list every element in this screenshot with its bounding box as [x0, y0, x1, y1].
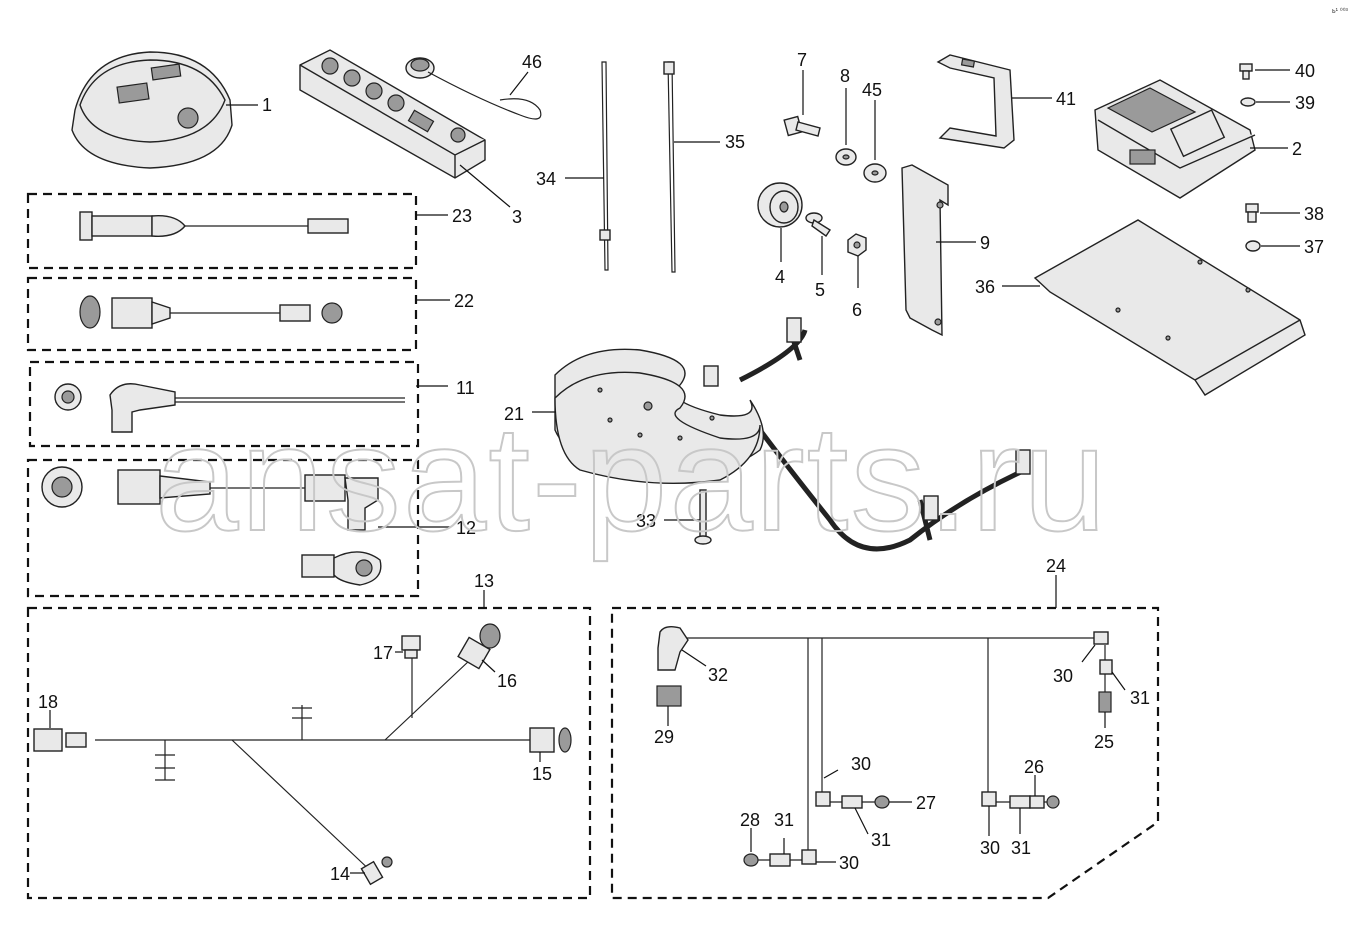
part-5-stud — [805, 212, 831, 237]
part-21-seat-mount — [554, 317, 1031, 552]
part-7-bolt — [783, 115, 821, 137]
label-31-a: 31 — [1130, 688, 1150, 708]
part-32-connector — [657, 625, 689, 671]
label-29: 29 — [654, 727, 674, 747]
part-31-connectors — [769, 659, 1113, 867]
label-5: 5 — [815, 280, 825, 300]
part-27-connector — [874, 795, 890, 809]
part-41-u-bracket — [936, 54, 1015, 149]
label-23: 23 — [452, 206, 472, 226]
label-7: 7 — [797, 50, 807, 70]
label-11: 11 — [456, 378, 475, 398]
part-30-connectors — [801, 631, 1109, 865]
harness-13-wires — [95, 655, 530, 876]
label-2: 2 — [1292, 139, 1302, 159]
label-45: 45 — [862, 80, 882, 100]
part-17-connector — [401, 635, 421, 659]
watermark: ansat-parts.ru — [155, 394, 1108, 562]
label-31-c: 31 — [1011, 838, 1031, 858]
part-16-connector — [457, 623, 501, 670]
corner-code: ь¹ ⁰⁰³ — [1332, 7, 1349, 15]
label-9: 9 — [980, 233, 990, 253]
part-11-cable — [54, 383, 405, 433]
part-8-washer — [835, 148, 857, 166]
part-3-splitter — [299, 49, 486, 179]
part-35-cable-tie — [663, 61, 676, 273]
part-40-screw — [1239, 63, 1253, 80]
label-26: 26 — [1024, 757, 1044, 777]
part-26-connector — [1029, 795, 1060, 809]
label-27: 27 — [916, 793, 936, 813]
label-4: 4 — [775, 267, 785, 287]
label-16: 16 — [497, 671, 517, 691]
part-9-bracket — [901, 164, 949, 337]
group-24-box — [610, 606, 1160, 900]
label-34: 34 — [536, 169, 556, 189]
label-38: 38 — [1304, 204, 1324, 224]
label-40: 40 — [1295, 61, 1315, 81]
label-30-b: 30 — [851, 754, 871, 774]
part-12-cable — [41, 466, 382, 586]
part-18-connector — [33, 728, 87, 752]
label-18: 18 — [38, 692, 58, 712]
part-2-ecu — [1094, 79, 1256, 199]
part-15-connector — [529, 727, 572, 753]
label-21: 21 — [504, 404, 524, 424]
part-46-cap — [405, 57, 542, 120]
label-6: 6 — [852, 300, 862, 320]
label-30-c: 30 — [980, 838, 1000, 858]
part-6-nut — [847, 233, 867, 257]
group-13-box — [26, 606, 592, 900]
part-34-cable-tie — [599, 61, 611, 271]
group-12-box — [26, 458, 420, 598]
label-1: 1 — [262, 95, 272, 115]
label-3: 3 — [512, 207, 522, 227]
group-23-box — [26, 192, 418, 270]
part-39-washer — [1240, 97, 1256, 107]
group-11-box — [28, 360, 420, 448]
label-36: 36 — [975, 277, 995, 297]
part-29-connector — [656, 685, 682, 707]
label-35: 35 — [725, 132, 745, 152]
part-45-washer — [863, 163, 887, 183]
label-17: 17 — [373, 643, 393, 663]
label-13: 13 — [474, 571, 494, 591]
label-33: 33 — [636, 511, 656, 531]
part-28-connector — [743, 853, 759, 867]
label-46: 46 — [522, 52, 542, 72]
part-38-screw — [1245, 203, 1259, 223]
part-1-receiver — [71, 51, 233, 169]
part-23-cable — [79, 211, 349, 241]
label-41: 41 — [1056, 89, 1076, 109]
part-25-connector — [1098, 691, 1112, 713]
label-14: 14 — [330, 864, 350, 884]
label-39: 39 — [1295, 93, 1315, 113]
part-14-connector — [360, 856, 393, 886]
label-30-a: 30 — [1053, 666, 1073, 686]
part-37-washer — [1245, 240, 1261, 252]
label-30-d: 30 — [839, 853, 859, 873]
label-28: 28 — [740, 810, 760, 830]
part-33-bolt — [694, 489, 712, 545]
label-31-b: 31 — [871, 830, 891, 850]
label-32: 32 — [708, 665, 728, 685]
label-12: 12 — [456, 518, 476, 538]
label-8: 8 — [840, 66, 850, 86]
part-22-cable — [79, 295, 343, 329]
label-22: 22 — [454, 291, 474, 311]
harness-24-wires — [685, 637, 1106, 861]
group-22-box — [26, 276, 418, 352]
label-31-d: 31 — [774, 810, 794, 830]
part-36-plate — [1033, 219, 1306, 396]
label-37: 37 — [1304, 237, 1324, 257]
label-24: 24 — [1046, 556, 1066, 576]
label-15: 15 — [532, 764, 552, 784]
part-4-grommet — [757, 182, 803, 228]
label-25: 25 — [1094, 732, 1114, 752]
